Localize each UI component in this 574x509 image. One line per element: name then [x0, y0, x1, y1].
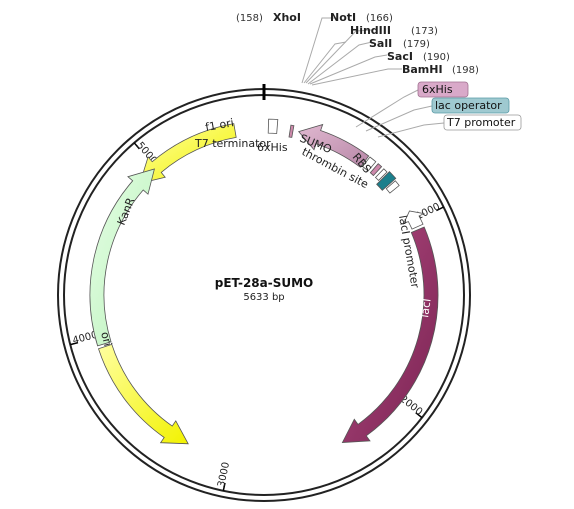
- site-pos-sali: (179): [403, 39, 430, 50]
- tick-mark-5000: [133, 142, 140, 150]
- tick-mark-3000: [222, 482, 226, 491]
- his-tag-c-box[interactable]: [288, 124, 295, 138]
- kanr-arrow[interactable]: [89, 168, 155, 347]
- site-pos-saci: (190): [423, 52, 450, 63]
- site-name-sali[interactable]: SalI: [369, 37, 392, 50]
- tick-mark-4000: [70, 341, 79, 346]
- t7-promoter-box[interactable]: [385, 180, 400, 194]
- thrombin-site-box[interactable]: [362, 156, 377, 172]
- his-tag-n-box[interactable]: [369, 163, 383, 177]
- site-pos-hindiii: (173): [411, 26, 438, 37]
- site-pos-noti: (166): [366, 13, 393, 24]
- restriction-site-labels: (158) XhoI NotI (166) HindIII (173) SalI…: [236, 11, 479, 76]
- laci-arrow[interactable]: [341, 226, 439, 443]
- t7-promoter-label-box: [443, 114, 522, 131]
- lac-operator-box[interactable]: [376, 171, 397, 191]
- site-name-saci[interactable]: SacI: [387, 50, 413, 63]
- feature-group: [89, 118, 439, 445]
- tick-label-3000: 3000: [216, 461, 232, 488]
- laci-promoter-arrow[interactable]: [402, 210, 426, 230]
- sumo-arrow[interactable]: [297, 123, 370, 168]
- t7-promoter-label[interactable]: T7 promoter: [446, 116, 516, 129]
- ori-label[interactable]: ori: [98, 330, 114, 347]
- site-name-noti[interactable]: NotI: [330, 11, 356, 24]
- his-tag-n-label-box: [417, 81, 469, 98]
- lac-operator-label-box: [431, 97, 510, 114]
- t7-terminator-label[interactable]: T7 terminator: [194, 137, 271, 150]
- site-name-xhoi[interactable]: XhoI: [273, 11, 301, 24]
- tick-mark-2000: [415, 412, 423, 419]
- laci-label[interactable]: lacI: [418, 298, 434, 319]
- site-leaders: [301, 17, 402, 86]
- ori-arrow[interactable]: [97, 343, 189, 445]
- lac-operator-label[interactable]: lac operator: [435, 99, 502, 112]
- site-name-hindiii[interactable]: HindIII: [350, 24, 391, 37]
- rbs-box[interactable]: [374, 168, 388, 181]
- his-tag-n-label[interactable]: 6xHis: [422, 83, 453, 96]
- boxed-labels: 6xHis lac operator T7 promoter: [355, 81, 522, 138]
- his-tag-c-label[interactable]: 6xHis: [257, 141, 288, 154]
- site-pos-bamhi: (198): [452, 65, 479, 76]
- plasmid-size: 5633 bp: [243, 292, 284, 303]
- plasmid-name: pET-28a-SUMO: [215, 276, 314, 290]
- f1-ori-label[interactable]: f1 ori: [204, 116, 235, 134]
- tick-mark-1000: [436, 206, 444, 212]
- site-name-bamhi[interactable]: BamHI: [402, 63, 443, 76]
- t7-terminator-box[interactable]: [267, 118, 279, 134]
- site-pos-xhoi: (158): [236, 13, 263, 24]
